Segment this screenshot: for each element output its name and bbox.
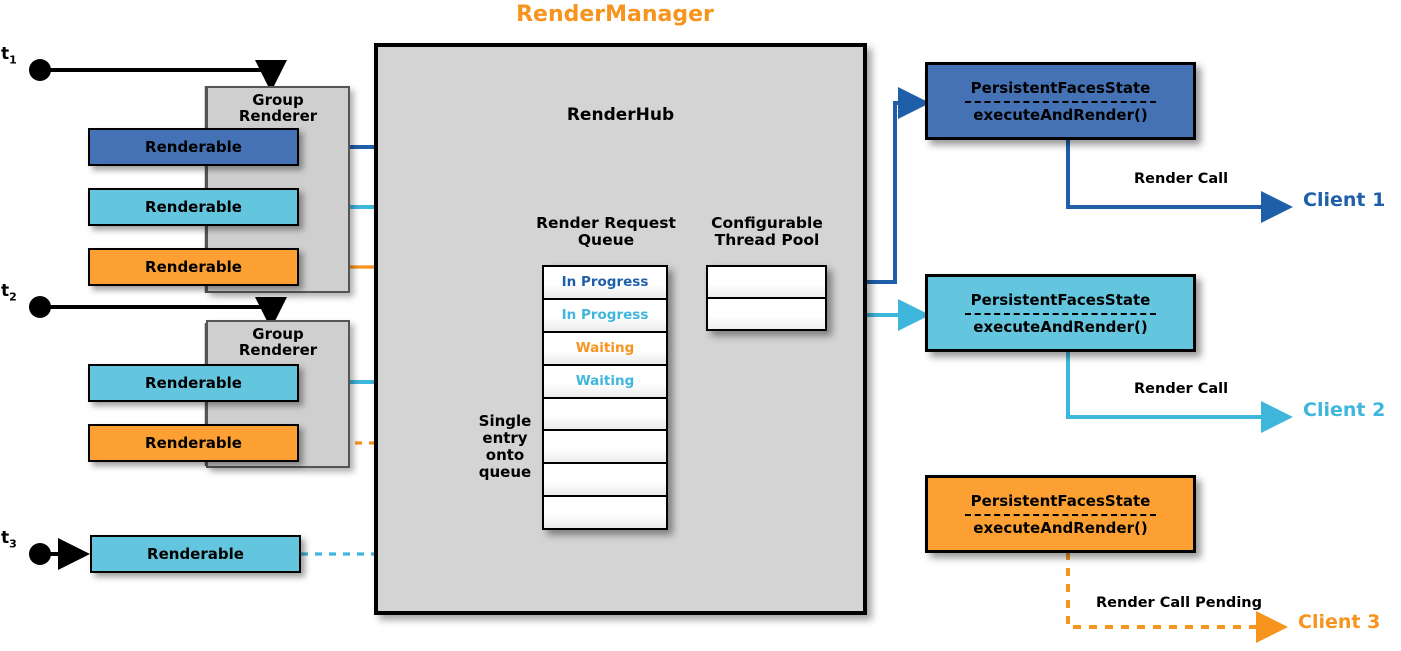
thread-label-t3-base: t <box>1 528 10 548</box>
persistent-faces-state-3[interactable]: PersistentFacesState executeAndRender() <box>925 475 1196 553</box>
renderable-box[interactable]: Renderable <box>88 128 299 166</box>
render-call-label-3: Render Call Pending <box>1096 595 1262 611</box>
pfs-2-separator <box>965 312 1156 315</box>
pool-label-line-2: Thread Pool <box>714 231 820 250</box>
thread-label-t3-sub: 3 <box>9 537 17 551</box>
persistent-faces-state-1[interactable]: PersistentFacesState executeAndRender() <box>925 62 1196 140</box>
group-renderer-title-line-1: Group <box>252 91 304 109</box>
render-request-queue: In Progress In Progress Waiting Waiting <box>542 265 668 530</box>
single-entry-line-2: entry <box>482 429 528 448</box>
render-call-label-2: Render Call <box>1134 381 1229 397</box>
renderable-box[interactable]: Renderable <box>88 248 299 286</box>
group-renderer-title: Group Renderer <box>208 91 348 125</box>
pfs-2-method: executeAndRender() <box>973 317 1148 336</box>
line-state3-to-client3 <box>1066 552 1288 643</box>
thread-pool-slot[interactable] <box>708 267 825 299</box>
group-renderer-title: Group Renderer <box>208 325 348 359</box>
pfs-1-method: executeAndRender() <box>973 105 1148 124</box>
renderable-box[interactable]: Renderable <box>88 364 299 402</box>
queue-cell[interactable]: Waiting <box>544 332 666 366</box>
single-entry-line-1: Single <box>478 412 532 430</box>
thread-label-t1: t1 <box>1 44 17 66</box>
thread-label-t2-base: t <box>1 281 10 301</box>
queue-cell[interactable] <box>544 464 666 498</box>
client-label-3[interactable]: Client 3 <box>1298 611 1381 633</box>
queue-cell[interactable] <box>544 398 666 432</box>
configurable-thread-pool-label: Configurable Thread Pool <box>697 214 837 250</box>
single-entry-note: Single entry onto queue <box>455 412 555 482</box>
persistent-faces-state-2[interactable]: PersistentFacesState executeAndRender() <box>925 274 1196 352</box>
queue-cell[interactable]: In Progress <box>544 267 666 300</box>
queue-cell[interactable] <box>544 431 666 465</box>
pfs-1-name: PersistentFacesState <box>970 78 1151 97</box>
pfs-3-method: executeAndRender() <box>973 518 1148 537</box>
configurable-thread-pool <box>706 265 827 331</box>
page-title: RenderManager <box>516 2 714 27</box>
queue-label-line-1: Render Request <box>536 214 676 232</box>
thread-label-t1-sub: 1 <box>9 53 17 67</box>
thread-label-t2-sub: 2 <box>9 290 17 304</box>
render-hub-label: RenderHub <box>566 105 675 125</box>
thread-label-t1-base: t <box>1 44 10 64</box>
renderable-box-standalone[interactable]: Renderable <box>90 535 301 573</box>
queue-cell[interactable]: Waiting <box>544 365 666 399</box>
render-request-queue-label: Render Request Queue <box>520 214 692 250</box>
pool-label-line-1: Configurable <box>711 214 823 232</box>
pfs-2-name: PersistentFacesState <box>970 290 1151 309</box>
client-label-2[interactable]: Client 2 <box>1303 399 1386 421</box>
client-label-1[interactable]: Client 1 <box>1303 189 1386 211</box>
thread-label-t3: t3 <box>1 528 17 550</box>
thread-pool-slot[interactable] <box>708 299 825 329</box>
render-call-label-1: Render Call <box>1134 171 1229 187</box>
single-entry-line-4: queue <box>478 463 532 482</box>
pfs-3-separator <box>965 513 1156 516</box>
renderable-box[interactable]: Renderable <box>88 188 299 226</box>
queue-label-line-2: Queue <box>577 231 635 250</box>
thread-label-t2: t2 <box>1 281 17 303</box>
pfs-3-name: PersistentFacesState <box>970 491 1151 510</box>
group-renderer-title-line-2: Renderer <box>238 340 318 359</box>
renderable-box[interactable]: Renderable <box>88 424 299 462</box>
pfs-1-separator <box>965 100 1156 103</box>
single-entry-line-3: onto <box>485 446 525 465</box>
queue-cell[interactable]: In Progress <box>544 299 666 333</box>
queue-cell[interactable] <box>544 497 666 528</box>
group-renderer-title-line-2: Renderer <box>238 106 318 125</box>
group-renderer-title-line-1: Group <box>252 325 304 343</box>
